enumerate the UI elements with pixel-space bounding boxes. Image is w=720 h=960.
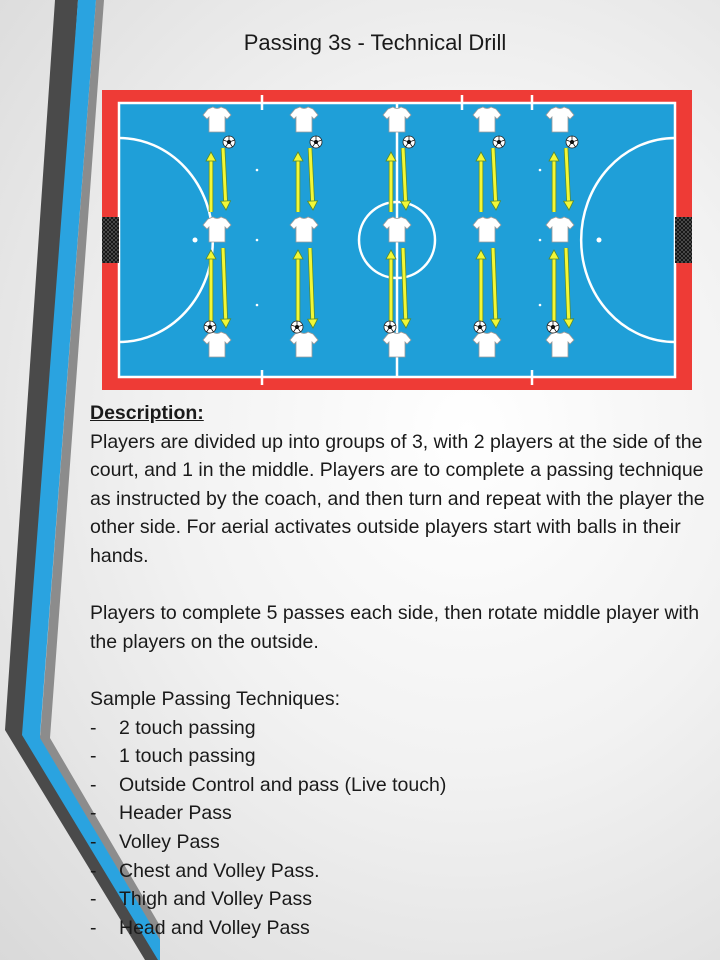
goal-net-icon [675, 217, 692, 263]
pass-arrow-icon [205, 249, 217, 325]
pass-arrow-icon [399, 147, 412, 211]
bullet-dash: - [90, 888, 97, 911]
pass-arrow-icon [385, 151, 397, 212]
paragraph-spacer [90, 656, 705, 685]
technique-label: Chest and Volley Pass. [119, 859, 320, 882]
football-icon [402, 135, 416, 149]
list-item: -Thigh and Volley Pass [90, 885, 705, 914]
list-item: -Header Pass [90, 799, 705, 828]
pass-arrow-icon [205, 151, 217, 212]
list-item: -Volley Pass [90, 828, 705, 857]
goal-net-icon [102, 217, 119, 263]
pass-arrow-icon [489, 147, 502, 211]
pass-arrow-icon [548, 249, 560, 325]
list-item: -Head and Volley Pass [90, 914, 705, 943]
pass-arrow-icon [292, 249, 304, 325]
dark-stripe [5, 0, 160, 960]
pass-arrow-icon [489, 247, 502, 329]
pass-arrow-icon [385, 249, 397, 325]
description-block: Description: Players are divided up into… [90, 399, 705, 942]
pass-arrow-icon [548, 151, 560, 212]
pass-arrow-icon [219, 247, 232, 329]
technique-label: Header Pass [119, 802, 232, 825]
description-paragraph-2: Players to complete 5 passes each side, … [90, 602, 700, 653]
bullet-dash: - [90, 916, 97, 939]
player-groups [202, 106, 579, 358]
pass-arrow-icon [562, 247, 575, 329]
football-icon [383, 320, 397, 334]
blue-stripe [22, 0, 160, 960]
football-icon [473, 320, 487, 334]
technique-label: 2 touch passing [119, 716, 256, 739]
bullet-dash: - [90, 773, 97, 796]
pass-arrow-icon [306, 247, 319, 329]
grey-stripe [40, 0, 160, 940]
bullet-dash: - [90, 830, 97, 853]
description-heading: Description: [90, 402, 204, 424]
list-item: -2 touch passing [90, 714, 705, 743]
techniques-heading: Sample Passing Techniques: [90, 687, 341, 710]
football-icon [546, 320, 560, 334]
pass-arrow-icon [292, 151, 304, 212]
decorative-side-stripes [5, 0, 160, 960]
description-paragraph-1: Players are divided up into groups of 3,… [90, 430, 705, 567]
technique-label: Outside Control and pass (Live touch) [119, 773, 447, 796]
bullet-dash: - [90, 716, 97, 739]
slide-title: Passing 3s - Technical Drill [243, 30, 507, 55]
bullet-dash: - [90, 745, 97, 768]
pass-arrow-icon [219, 147, 232, 211]
technique-label: Thigh and Volley Pass [119, 888, 312, 911]
football-icon [565, 135, 579, 149]
bullet-dash: - [90, 802, 97, 825]
football-icon [203, 320, 217, 334]
football-icon [309, 135, 323, 149]
pass-arrow-icon [475, 151, 487, 212]
futsal-court-diagram [102, 90, 692, 390]
football-icon [492, 135, 506, 149]
bullet-dash: - [90, 859, 97, 882]
list-item: -Chest and Volley Pass. [90, 857, 705, 886]
football-icon [222, 135, 236, 149]
football-icon [290, 320, 304, 334]
paragraph-spacer [90, 571, 705, 600]
pass-arrow-icon [475, 249, 487, 325]
list-item: -1 touch passing [90, 742, 705, 771]
technique-label: Head and Volley Pass [119, 916, 310, 939]
technique-label: Volley Pass [119, 830, 220, 853]
pass-arrow-icon [562, 147, 575, 211]
list-item: -Outside Control and pass (Live touch) [90, 771, 705, 800]
techniques-list: -2 touch passing -1 touch passing -Outsi… [90, 714, 705, 943]
pass-arrow-icon [399, 247, 412, 329]
pass-arrow-icon [306, 147, 319, 211]
technique-label: 1 touch passing [119, 745, 256, 768]
